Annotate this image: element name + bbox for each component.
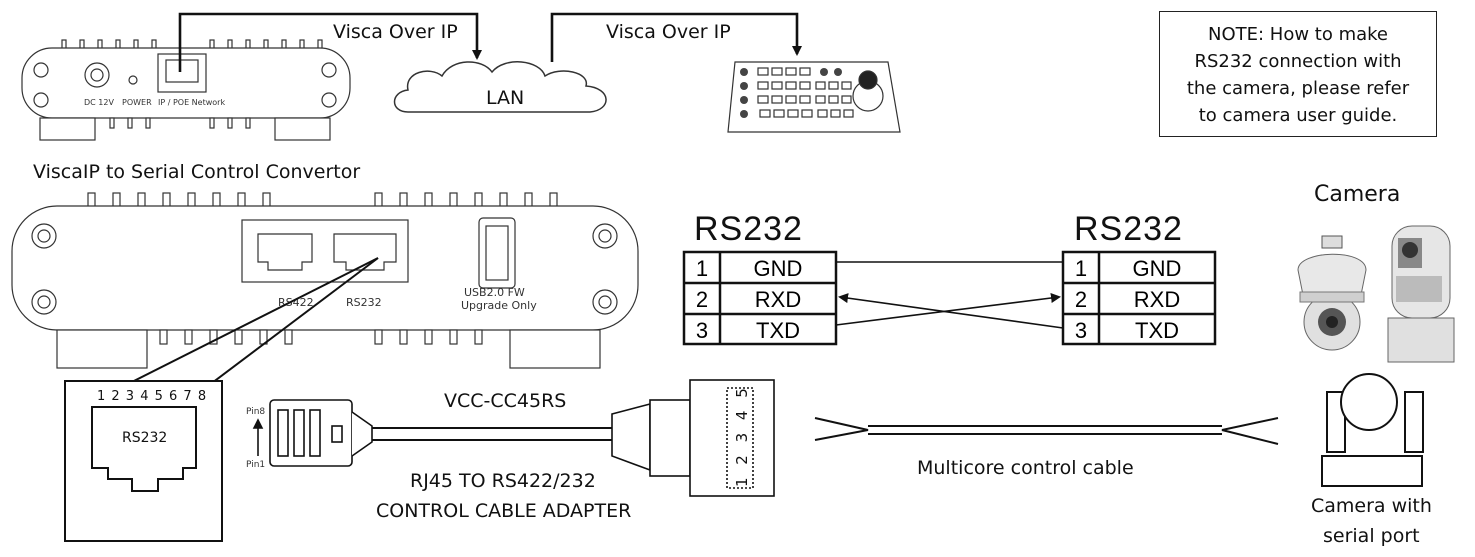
rs422-port-label: RS422 [278,296,314,309]
left-row1-signal: GND [754,256,803,281]
lan-cloud-icon [393,61,607,113]
rs232-wiring [835,261,1064,329]
left-row2-signal: RXD [755,287,801,312]
note-line-1: NOTE: How to make [1208,24,1388,45]
cable-name: VCC-CC45RS [444,390,566,412]
rs232-right-title: RS232 [1074,210,1183,248]
multicore-cable [814,417,1279,445]
right-row3-signal: TXD [1135,318,1179,343]
note-box: NOTE: How to make RS232 connection with … [1159,11,1437,137]
visca-link-right [550,12,802,62]
rs232-left-title: RS232 [694,210,803,248]
camera-serial-line2: serial port [1323,525,1420,547]
rs232-terminal-adapter-icon [611,379,775,497]
dc-label: DC 12V [84,98,114,107]
left-row3-num: 3 [696,318,708,343]
lan-label: LAN [486,87,524,109]
rs232-left-table [682,250,838,346]
right-row2-signal: RXD [1134,287,1180,312]
visca-over-ip-label-right: Visca Over IP [606,21,731,43]
usb-label-line2: Upgrade Only [461,299,537,312]
rs232-jack-pinout [64,380,223,542]
right-row1-num: 1 [1075,256,1087,281]
right-row1-signal: GND [1133,256,1182,281]
terminal-pin-numbers: 1 2 3 4 5 [733,384,751,487]
right-row3-num: 3 [1075,318,1087,343]
camera-serial-line1: Camera with [1311,495,1432,517]
rj45-plug-icon [252,399,612,467]
jack-label: RS232 [122,430,167,446]
note-line-2: RS232 connection with [1194,51,1402,72]
visca-over-ip-label-left: Visca Over IP [333,21,458,43]
usb-label-line1: USB2.0 FW [464,286,525,299]
ip-poe-label: IP / POE Network [158,98,225,107]
ptz-keyboard-controller-icon [727,61,901,133]
camera-title: Camera [1314,182,1400,207]
right-row2-num: 2 [1075,287,1087,312]
ptz-positioning-camera-icon [1387,225,1455,363]
power-label: POWER [122,98,152,107]
multicore-label: Multicore control cable [917,457,1134,479]
left-row2-num: 2 [696,287,708,312]
rs232-port-label: RS232 [346,296,382,309]
note-line-4: to camera user guide. [1198,105,1398,126]
adapter-line1: RJ45 TO RS422/232 [410,470,596,492]
visca-ip-serial-converter-device: RS422 RS232 USB2.0 FW Upgrade Only [11,192,639,369]
pin8-label: Pin8 [246,407,265,417]
left-row1-num: 1 [696,256,708,281]
ptz-dome-camera-icon [1297,235,1367,351]
visca-link-left [178,12,482,72]
jack-pin-numbers: 1 2 3 4 5 6 7 8 [97,389,207,404]
pin1-label: Pin1 [246,460,265,470]
note-line-3: the camera, please refer [1186,78,1410,99]
callout-lines [119,257,379,389]
rs232-right-table [1061,250,1217,346]
ip-encoder-device: DC 12V POWER IP / POE Network [21,39,351,141]
adapter-line2: CONTROL CABLE ADAPTER [376,500,631,522]
converter-title: ViscaIP to Serial Control Convertor [33,161,360,183]
left-row3-signal: TXD [756,318,800,343]
serial-camera-icon [1321,373,1424,487]
